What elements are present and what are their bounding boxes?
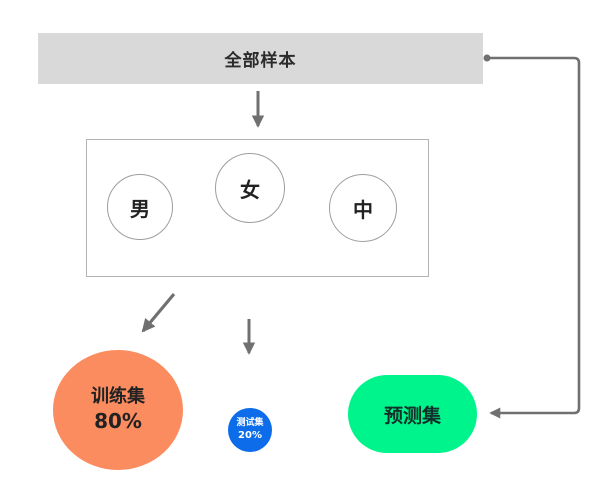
- training-set-circle: 训练集 80%: [53, 350, 183, 470]
- male-label: 男: [130, 196, 150, 221]
- female-label: 女: [240, 177, 260, 202]
- test-set-circle: 测试集 20%: [228, 408, 272, 452]
- test-set-percentage: 20%: [238, 430, 262, 442]
- prediction-set-label: 预测集: [383, 404, 441, 427]
- all-samples-node: 全部样本: [38, 33, 483, 84]
- female-circle: 女: [215, 153, 285, 223]
- connector-bar-to-prediction: [487, 56, 581, 419]
- training-set-percentage: 80%: [94, 408, 142, 433]
- test-set-label: 测试集: [236, 417, 264, 428]
- neutral-circle: 中: [329, 174, 397, 242]
- all-samples-label: 全部样本: [224, 51, 297, 71]
- prediction-set-pill: 预测集: [348, 375, 477, 453]
- neutral-label: 中: [353, 197, 373, 222]
- connector-start-dot: [483, 54, 491, 62]
- training-set-label: 训练集: [91, 386, 145, 408]
- male-circle: 男: [107, 174, 173, 240]
- arrow-box-to-training: [141, 292, 176, 333]
